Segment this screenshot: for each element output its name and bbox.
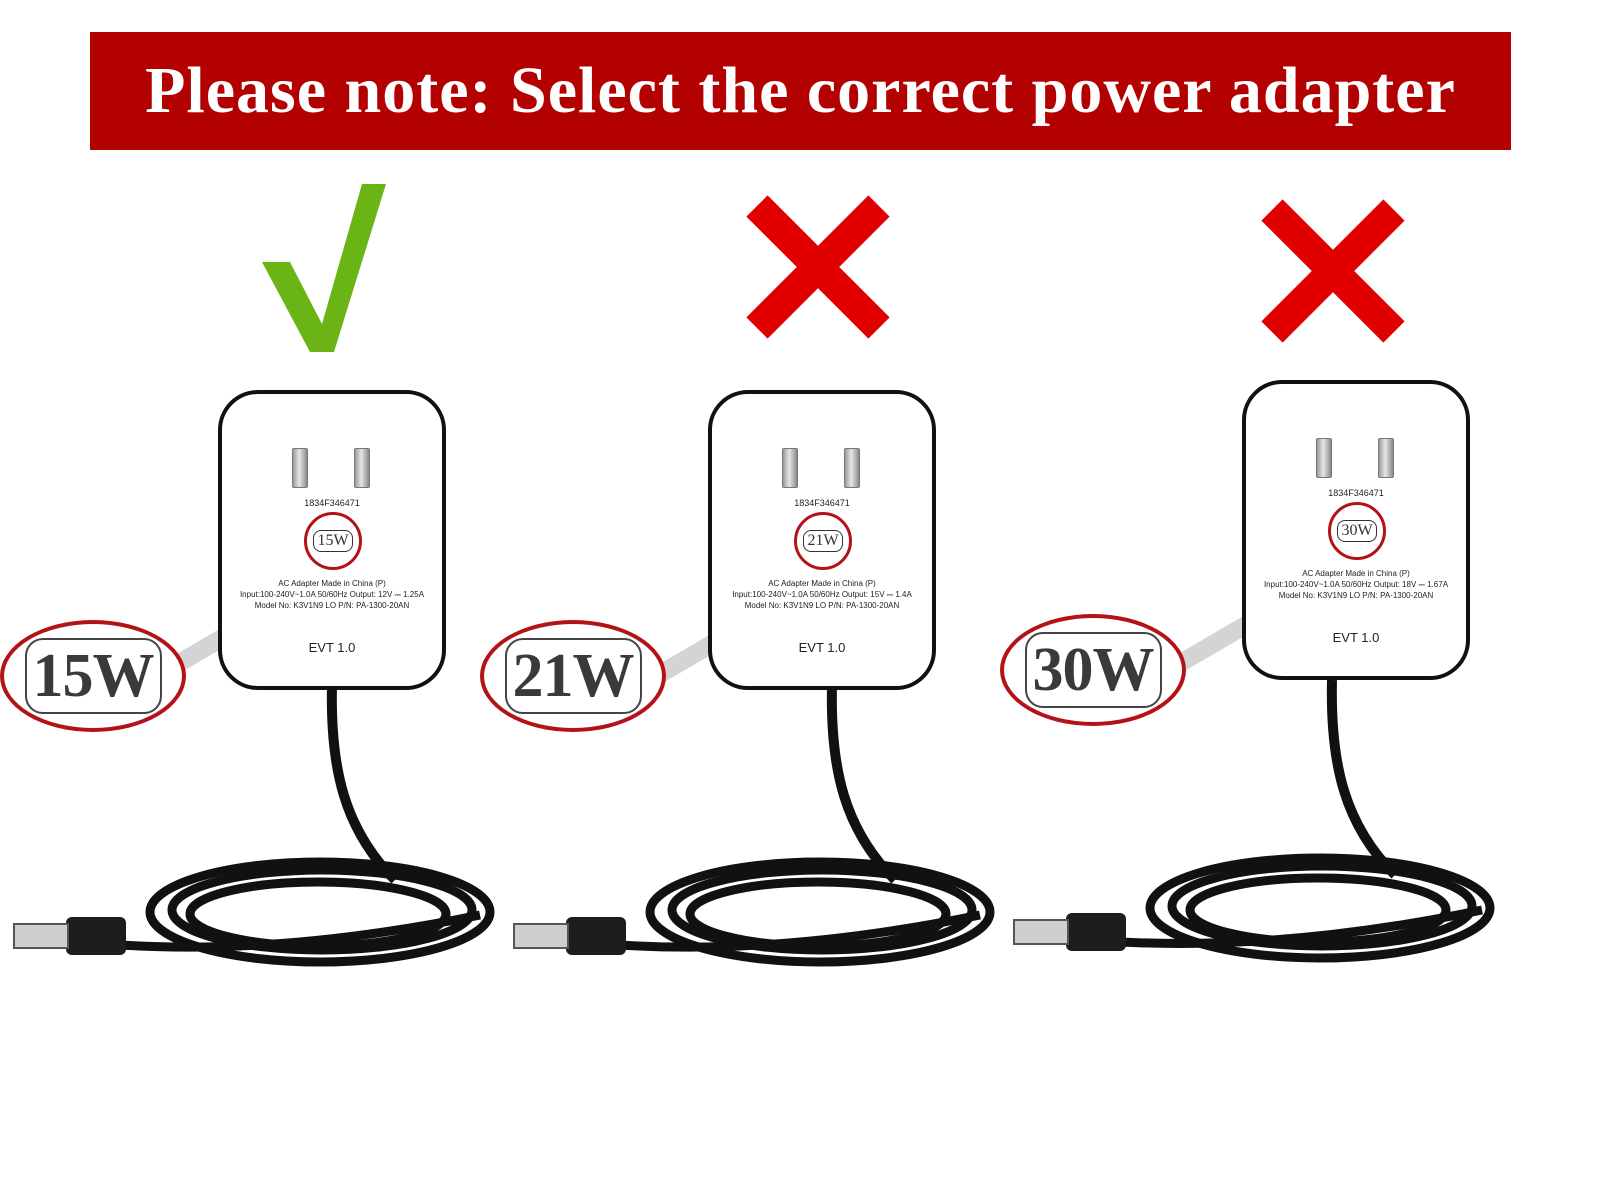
plug-prong bbox=[782, 448, 798, 488]
adapter-panel-30w: 1834F346471 30W AC Adapter Made in China… bbox=[1000, 180, 1530, 1020]
spec-line: AC Adapter Made in China (P) bbox=[1302, 569, 1410, 578]
spec-line: AC Adapter Made in China (P) bbox=[278, 579, 386, 588]
wattage-highlight: 30W bbox=[1328, 502, 1386, 560]
evt-label: EVT 1.0 bbox=[798, 640, 846, 655]
notice-banner: Please note: Select the correct power ad… bbox=[90, 32, 1511, 150]
serial-number: 1834F346471 bbox=[1328, 488, 1384, 498]
adapter-body: 1834F346471 21W AC Adapter Made in China… bbox=[708, 390, 936, 690]
plug-prong bbox=[1378, 438, 1394, 478]
check-mark-icon bbox=[262, 184, 386, 352]
adapter-panel-15w: 1834F346471 15W AC Adapter Made in China… bbox=[0, 180, 520, 1020]
spec-line: Input:100-240V~1.0A 50/60Hz Output: 18V … bbox=[1263, 580, 1449, 589]
wattage-label: 30W bbox=[1337, 520, 1377, 542]
plug-prong bbox=[354, 448, 370, 488]
serial-number: 1834F346471 bbox=[304, 498, 360, 508]
cross-mark-icon bbox=[1261, 199, 1405, 343]
wattage-callout: 21W bbox=[480, 620, 666, 732]
spec-line: AC Adapter Made in China (P) bbox=[768, 579, 876, 588]
spec-line: Model No: K3V1N9 LO P/N: PA-1300-20AN bbox=[744, 601, 900, 610]
spec-line: Model No: K3V1N9 LO P/N: PA-1300-20AN bbox=[254, 601, 410, 610]
spec-line: Input:100-240V~1.0A 50/60Hz Output: 12V … bbox=[239, 590, 425, 599]
plug-prong bbox=[844, 448, 860, 488]
wattage-callout: 30W bbox=[1000, 614, 1186, 726]
banner-text: Please note: Select the correct power ad… bbox=[145, 54, 1456, 127]
adapter-panel-21w: 1834F346471 21W AC Adapter Made in China… bbox=[480, 180, 1020, 1020]
plug-prong bbox=[292, 448, 308, 488]
serial-number: 1834F346471 bbox=[794, 498, 850, 508]
evt-label: EVT 1.0 bbox=[1332, 630, 1380, 645]
wattage-label: 15W bbox=[313, 530, 353, 552]
spec-line: Model No: K3V1N9 LO P/N: PA-1300-20AN bbox=[1278, 591, 1434, 600]
callout-text: 30W bbox=[1024, 632, 1162, 708]
callout-text: 15W bbox=[24, 638, 162, 714]
adapter-body: 1834F346471 30W AC Adapter Made in China… bbox=[1242, 380, 1470, 680]
cable-illustration bbox=[13, 601, 495, 967]
wattage-highlight: 15W bbox=[304, 512, 362, 570]
wattage-callout: 15W bbox=[0, 620, 186, 732]
evt-label: EVT 1.0 bbox=[308, 640, 356, 655]
callout-text: 21W bbox=[504, 638, 642, 714]
wattage-highlight: 21W bbox=[794, 512, 852, 570]
wattage-label: 21W bbox=[803, 530, 843, 552]
spec-line: Input:100-240V~1.0A 50/60Hz Output: 15V … bbox=[732, 590, 912, 599]
adapter-body: 1834F346471 15W AC Adapter Made in China… bbox=[218, 390, 446, 690]
cross-mark-icon bbox=[746, 195, 890, 339]
plug-prong bbox=[1316, 438, 1332, 478]
